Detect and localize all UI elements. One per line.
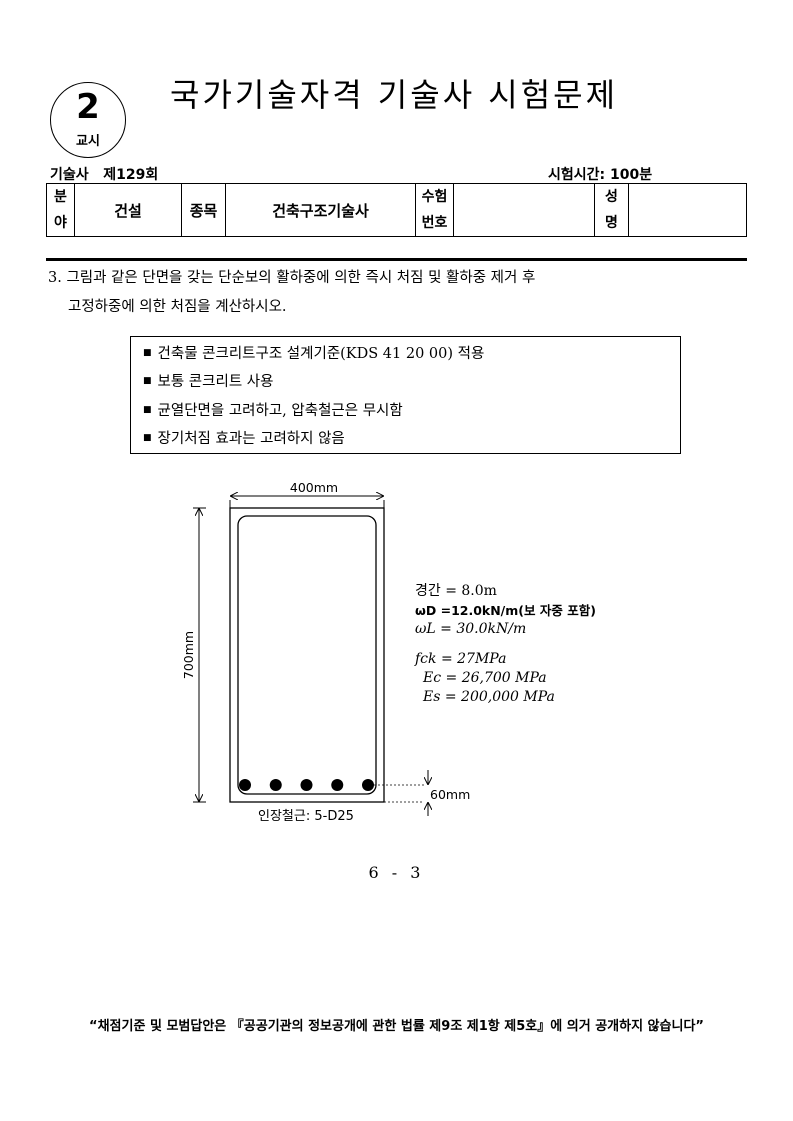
rebar bbox=[331, 779, 344, 791]
stirrup-outline bbox=[237, 515, 377, 795]
question-line-2: 고정하중에 의한 처짐을 계산하시오. bbox=[68, 299, 287, 315]
parameter-ec: Ec = 26,700 MPa bbox=[423, 670, 547, 686]
condition-item: ■균열단면을 고려하고, 압축철근은 무시함 bbox=[143, 402, 403, 419]
bullet-icon: ■ bbox=[143, 348, 152, 358]
rebar-label: 인장철근: 5-D25 bbox=[258, 809, 354, 824]
parameter-dead-load: ωD =12.0kN/m(보 자중 포함) bbox=[415, 603, 596, 618]
question-line-1: 3. 그림과 같은 단면을 갖는 단순보의 활하중에 의한 즉시 처짐 및 활하… bbox=[48, 270, 536, 286]
condition-item: ■건축물 콘크리트구조 설계기준(KDS 41 20 00) 적용 bbox=[143, 345, 485, 362]
session-number: 2 bbox=[76, 87, 100, 127]
page-number: 6 - 3 bbox=[368, 863, 425, 882]
category-value: 건축구조기술사 bbox=[225, 183, 416, 237]
concrete-section-outline bbox=[229, 507, 385, 803]
exam-number-field[interactable] bbox=[453, 183, 595, 237]
bullet-icon: ■ bbox=[143, 404, 152, 415]
field-label-top: 분 bbox=[54, 189, 67, 205]
question-text: 3. 그림과 같은 단면을 갖는 단순보의 활하중에 의한 즉시 처짐 및 활하… bbox=[48, 264, 748, 322]
name-label-top: 성 bbox=[605, 189, 618, 205]
width-label: 400mm bbox=[290, 480, 338, 495]
rebar bbox=[300, 779, 313, 791]
page-title: 국가기술자격 기술사 시험문제 bbox=[170, 76, 619, 114]
divider bbox=[46, 258, 747, 261]
footer-notice: “채점기준 및 모범답안은 『공공기관의 정보공개에 관한 법률 제9조 제1항… bbox=[89, 1019, 704, 1034]
condition-item: ■보통 콘크리트 사용 bbox=[143, 374, 274, 390]
conditions-box: ■건축물 콘크리트구조 설계기준(KDS 41 20 00) 적용 ■보통 콘크… bbox=[130, 336, 681, 454]
exam-round: 기술사 제129회 bbox=[50, 167, 159, 183]
bullet-icon: ■ bbox=[143, 376, 152, 387]
exam-number-label-bottom: 번호 bbox=[421, 215, 448, 231]
rebar bbox=[362, 779, 374, 791]
session-badge: 2 교시 bbox=[50, 82, 126, 158]
field-value: 건설 bbox=[74, 183, 182, 237]
cover-label: 60mm bbox=[430, 787, 470, 802]
rebar bbox=[239, 779, 251, 791]
exam-number-label-top: 수험 bbox=[421, 189, 448, 205]
name-field[interactable] bbox=[628, 183, 747, 237]
name-label-bottom: 명 bbox=[605, 215, 618, 231]
bullet-icon: ■ bbox=[143, 432, 152, 443]
parameter-live-load: ωL = 30.0kN/m bbox=[415, 621, 527, 637]
rebar-group bbox=[239, 779, 374, 791]
parameter-fck: fck = 27MPa bbox=[415, 651, 507, 667]
exam-time: 시험시간: 100분 bbox=[548, 167, 653, 183]
field-label-bottom: 야 bbox=[54, 215, 67, 231]
parameter-es: Es = 200,000 MPa bbox=[423, 689, 555, 705]
session-label: 교시 bbox=[76, 134, 100, 149]
parameter-span: 경간 = 8.0m bbox=[415, 583, 497, 599]
height-label: 700mm bbox=[181, 631, 196, 679]
condition-item: ■장기처짐 효과는 고려하지 않음 bbox=[143, 430, 345, 447]
category-label: 종목 bbox=[181, 183, 226, 237]
rebar bbox=[269, 779, 282, 791]
